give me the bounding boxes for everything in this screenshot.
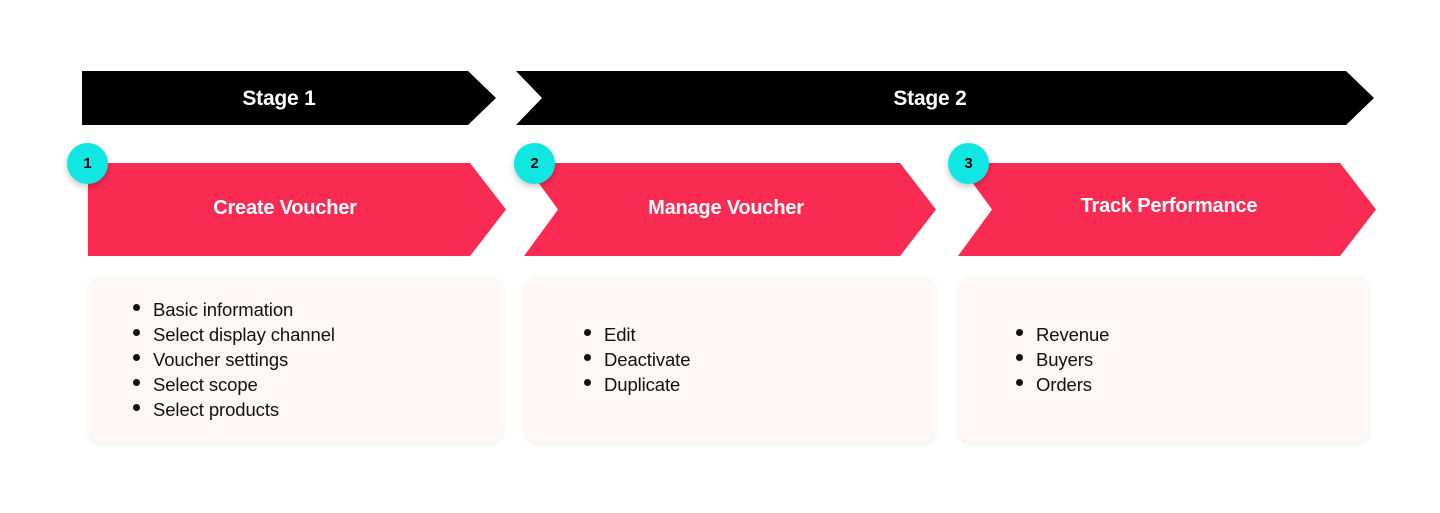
bullet-dot-icon: [1016, 379, 1023, 386]
stage-banner-2: Stage 2: [516, 71, 1374, 125]
step-badge-3: 3: [948, 143, 989, 184]
step-3-title: Track Performance: [1080, 194, 1258, 217]
stage-1-label: Stage 1: [242, 86, 316, 110]
step-1-title: Create Voucher: [213, 196, 357, 219]
bullet-dot-icon: [133, 329, 140, 336]
list-item: Orders: [1016, 372, 1369, 397]
step-badge-2: 2: [514, 143, 555, 184]
bullet-dot-icon: [133, 404, 140, 411]
list-item-label: Buyers: [1036, 349, 1093, 370]
list-item-label: Basic information: [153, 299, 294, 320]
stage-2-label: Stage 2: [893, 86, 967, 110]
bullet-dot-icon: [584, 354, 591, 361]
bullet-dot-icon: [1016, 329, 1023, 336]
step-badge-1-number: 1: [83, 155, 92, 172]
list-item: Edit: [584, 322, 936, 347]
list-item: Buyers: [1016, 347, 1369, 372]
stage-banner-1: Stage 1: [82, 71, 496, 125]
step-arrow-track-performance[interactable]: Track Performance: [958, 163, 1376, 256]
list-item: Select display channel: [133, 322, 503, 347]
list-item-label: Revenue: [1036, 324, 1110, 345]
bullet-dot-icon: [584, 379, 591, 386]
bullet-dot-icon: [133, 354, 140, 361]
step-badge-2-number: 2: [530, 155, 539, 172]
bullet-dot-icon: [133, 304, 140, 311]
list-item-label: Deactivate: [604, 349, 691, 370]
step-arrow-create-voucher[interactable]: Create Voucher: [88, 163, 506, 256]
list-item: Duplicate: [584, 372, 936, 397]
list-item: Voucher settings: [133, 347, 503, 372]
step-arrow-manage-voucher[interactable]: Manage Voucher: [524, 163, 936, 256]
list-item-label: Duplicate: [604, 374, 681, 395]
list-item: Deactivate: [584, 347, 936, 372]
step-badge-1: 1: [67, 143, 108, 184]
list-item-label: Select display channel: [153, 324, 335, 345]
bullet-dot-icon: [584, 329, 591, 336]
step-badge-3-number: 3: [964, 155, 973, 172]
list-item-label: Voucher settings: [153, 349, 289, 370]
list-item-label: Select scope: [153, 374, 258, 395]
list-item: Basic information: [133, 297, 503, 322]
step-2-title: Manage Voucher: [648, 196, 804, 219]
list-item: Revenue: [1016, 322, 1369, 347]
list-item: Select products: [133, 397, 503, 422]
list-item-label: Edit: [604, 324, 636, 345]
bullet-dot-icon: [1016, 354, 1023, 361]
list-item: Select scope: [133, 372, 503, 397]
bullet-dot-icon: [133, 379, 140, 386]
list-item-label: Orders: [1036, 374, 1092, 395]
list-item-label: Select products: [153, 399, 280, 420]
